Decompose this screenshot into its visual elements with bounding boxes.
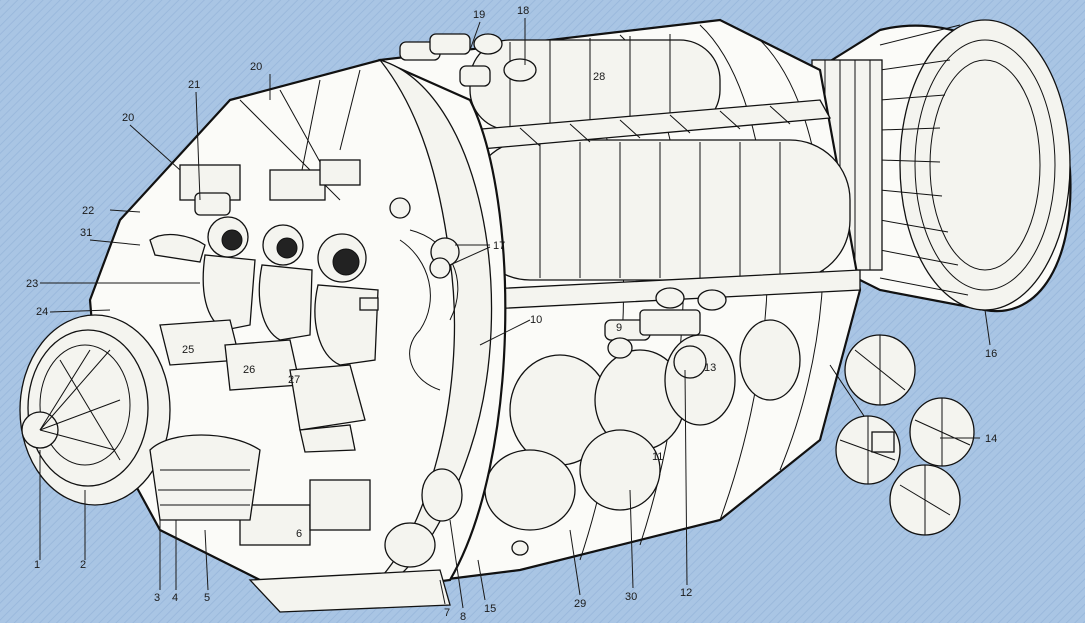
lower-equipment-bay <box>149 434 371 546</box>
callout-8: 8 <box>460 611 466 623</box>
callout-12: 12 <box>680 587 692 599</box>
leader-lines <box>39 18 991 609</box>
window <box>194 192 231 216</box>
callout-20-left: 20 <box>122 112 134 124</box>
callout-25: 25 <box>182 344 194 356</box>
callout-18: 18 <box>517 5 529 17</box>
callout-labels: 1 2 3 4 5 6 7 8 9 10 11 12 13 14 15 16 1… <box>26 5 997 623</box>
docking-probe-struts <box>39 349 121 461</box>
service-module <box>378 18 862 582</box>
callout-20-top: 20 <box>250 61 262 73</box>
callout-3: 3 <box>154 592 160 604</box>
callout-29: 29 <box>574 598 586 610</box>
callout-30: 30 <box>625 591 637 603</box>
valve-cluster <box>604 287 727 379</box>
callout-27: 27 <box>288 374 300 386</box>
callout-21: 21 <box>188 79 200 91</box>
antenna-array <box>829 334 975 536</box>
callout-22: 22 <box>82 205 94 217</box>
astronaut-left <box>149 216 256 366</box>
callout-14: 14 <box>985 433 997 445</box>
callout-7: 7 <box>444 607 450 619</box>
engine-nozzle <box>798 19 1072 313</box>
callout-4: 4 <box>172 592 178 604</box>
callout-17: 17 <box>493 240 505 252</box>
callout-10: 10 <box>530 314 542 326</box>
astronaut-right <box>289 233 379 453</box>
callout-9: 9 <box>616 322 622 334</box>
main-tank <box>469 139 851 281</box>
callout-23: 23 <box>26 278 38 290</box>
lower-tanks <box>484 319 801 531</box>
command-module <box>19 58 529 613</box>
callout-16: 16 <box>985 348 997 360</box>
callout-24: 24 <box>36 306 48 318</box>
callout-19: 19 <box>473 9 485 21</box>
callout-13: 13 <box>704 362 716 374</box>
callout-2: 2 <box>80 559 86 571</box>
callout-26: 26 <box>243 364 255 376</box>
callout-1: 1 <box>34 559 40 571</box>
astronaut-middle <box>224 224 313 391</box>
callout-11: 11 <box>652 451 663 463</box>
callout-5: 5 <box>204 592 210 604</box>
callout-15: 15 <box>484 603 496 615</box>
callout-28: 28 <box>593 71 605 83</box>
callout-31: 31 <box>80 227 92 239</box>
callout-6: 6 <box>296 528 302 540</box>
crew-seats <box>149 216 379 453</box>
